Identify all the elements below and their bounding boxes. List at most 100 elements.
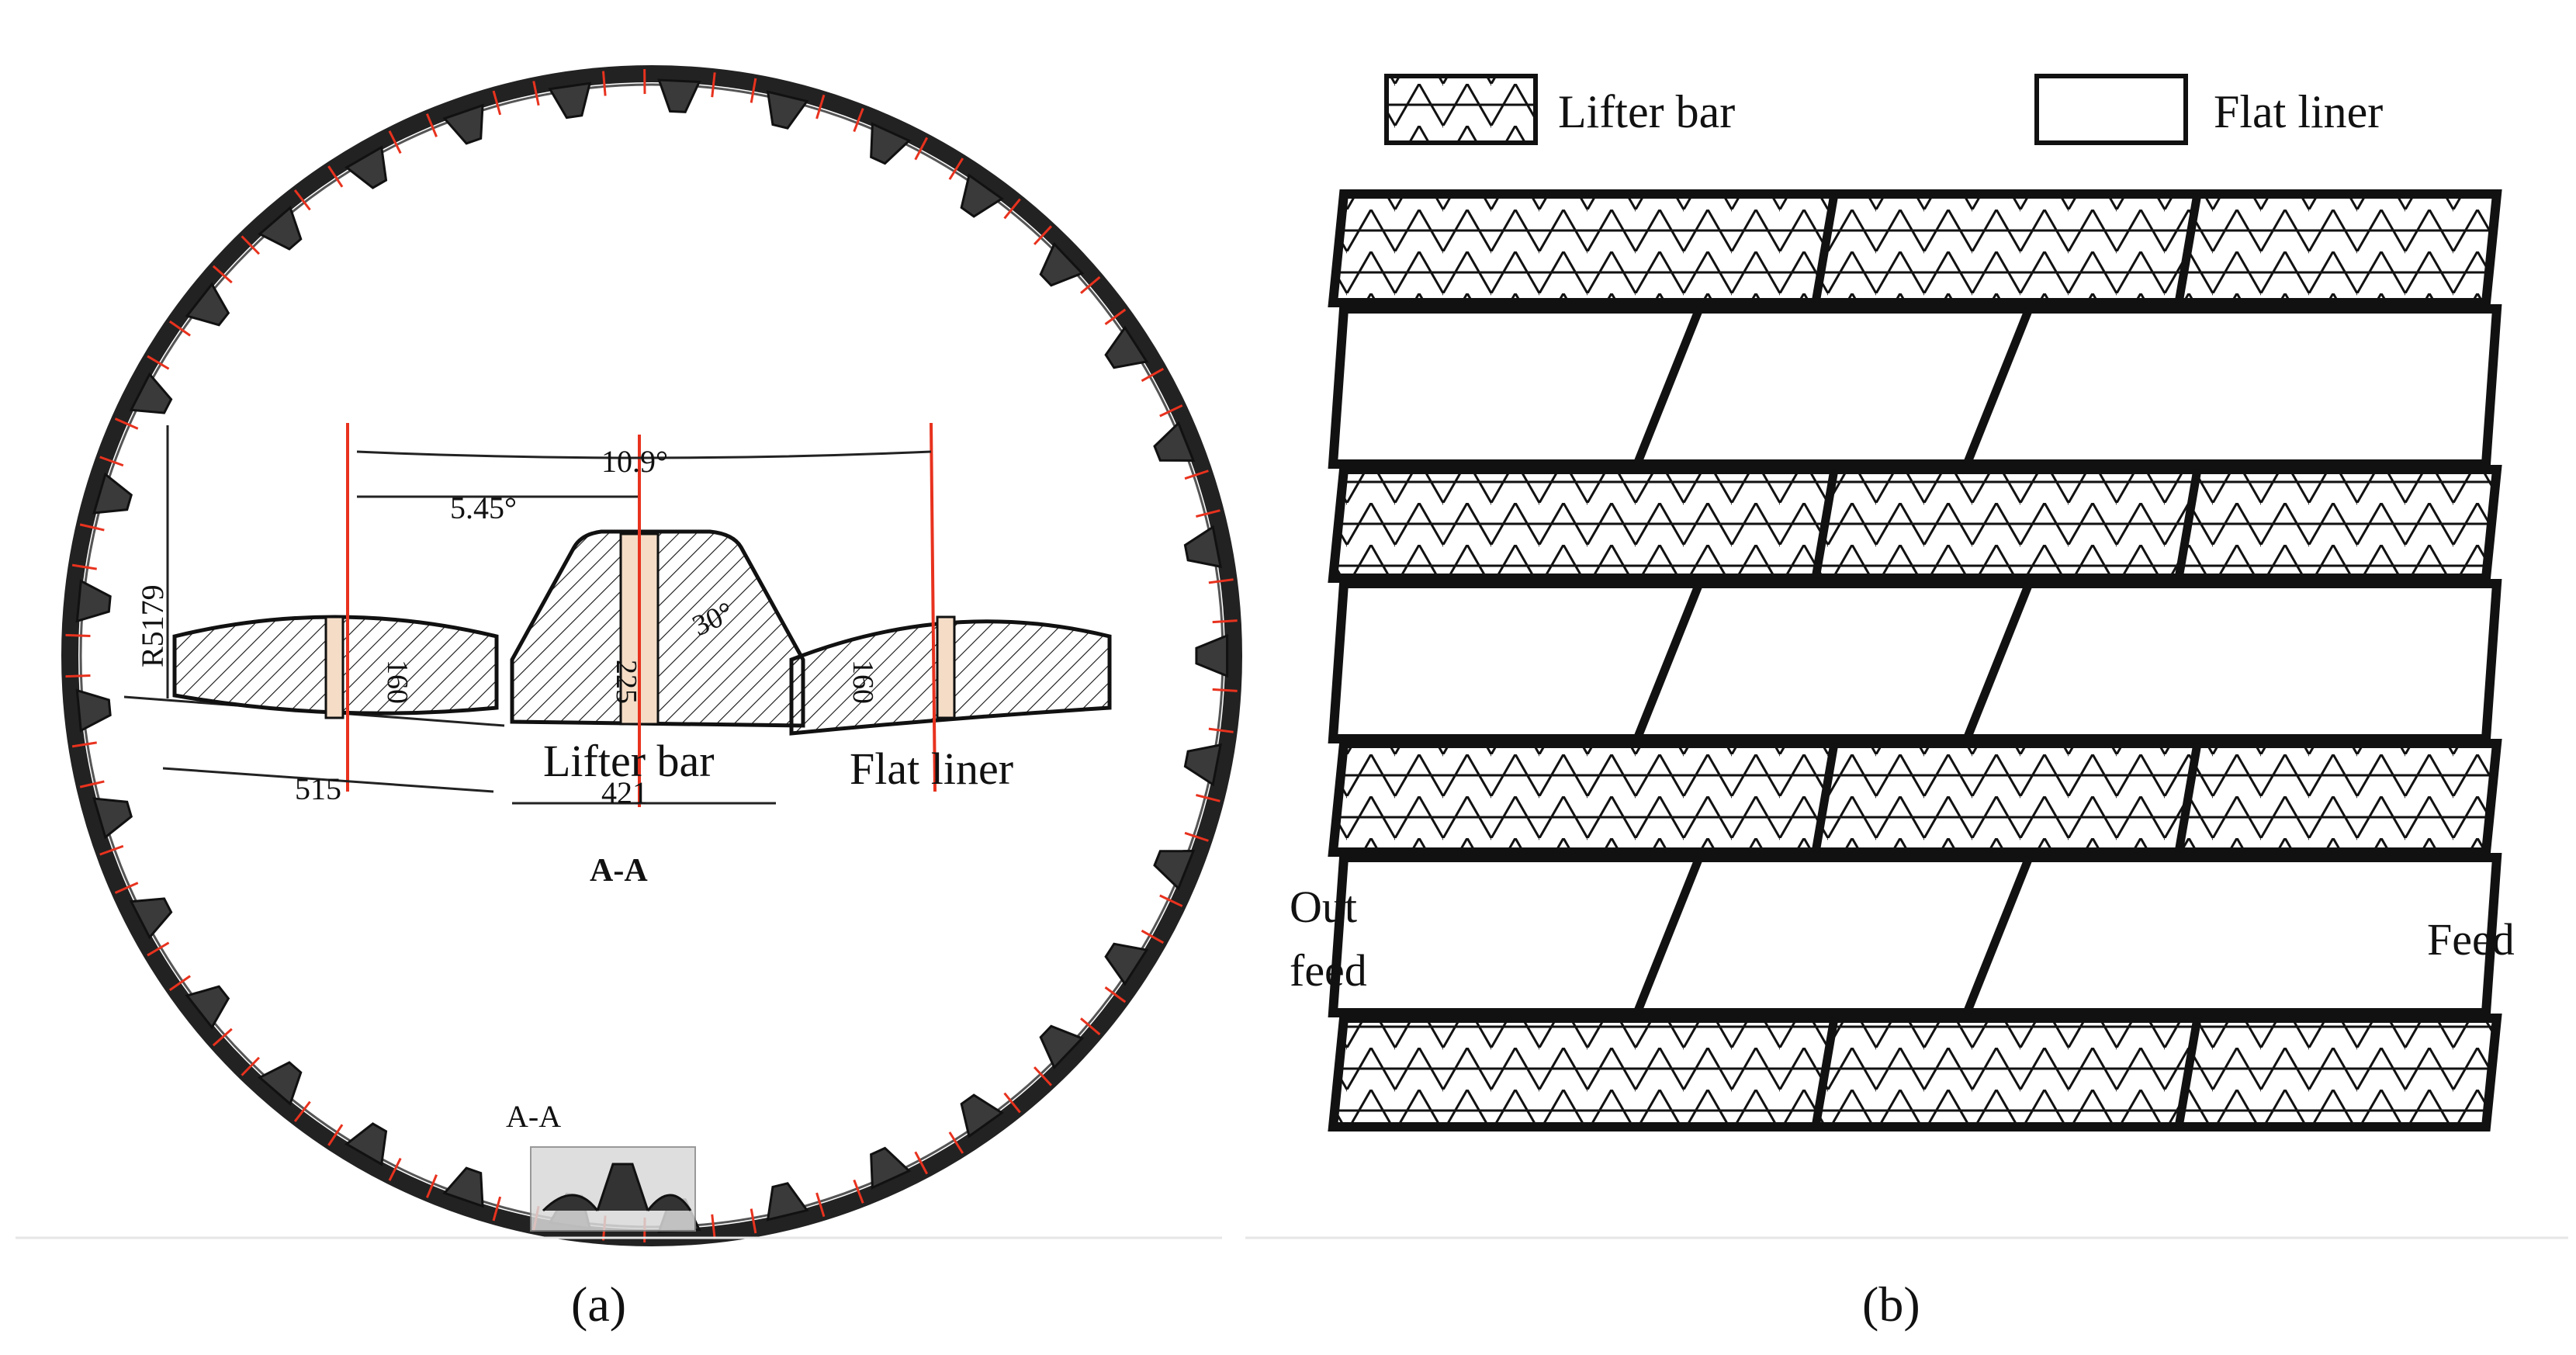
flat-liner-row bbox=[1328, 304, 2502, 469]
panel-b: Lifter bar Flat liner Out feed Feed (b) bbox=[1245, 74, 2568, 1332]
ring-red-tick bbox=[1104, 986, 1127, 1003]
legend-flat-label: Flat liner bbox=[2214, 86, 2383, 137]
radius-label: R5179 bbox=[135, 584, 170, 667]
legend-lifter-swatch bbox=[1384, 74, 1538, 145]
ring-red-tick bbox=[815, 94, 826, 120]
liner-seam bbox=[1962, 581, 2034, 741]
ring-red-tick bbox=[293, 189, 311, 211]
ring-red-tick bbox=[948, 1131, 964, 1154]
ring-red-tick bbox=[492, 90, 502, 116]
ring-red-tick bbox=[168, 975, 191, 992]
ring-red-tick bbox=[815, 1192, 826, 1218]
outfeed-label-line2: feed bbox=[1290, 945, 1367, 996]
flat-liner-row bbox=[1328, 853, 2502, 1017]
ring-red-tick bbox=[1184, 470, 1209, 480]
ring-lifter-bump bbox=[75, 579, 112, 623]
legend-flat-swatch bbox=[2034, 74, 2188, 145]
ring-red-tick bbox=[1212, 619, 1238, 624]
ring-red-tick bbox=[99, 844, 124, 856]
ring-lifter-bump bbox=[185, 985, 230, 1030]
ring-lifter-bump bbox=[345, 145, 388, 189]
ring-red-tick bbox=[948, 158, 964, 180]
lifter-bar-row bbox=[1328, 189, 2502, 307]
ring-red-tick bbox=[1208, 578, 1234, 584]
lifter-bar-label: Lifter bar bbox=[543, 736, 715, 786]
lifter-width-label: 421 bbox=[601, 775, 648, 810]
liner-seam bbox=[1962, 307, 2034, 466]
liner-seam bbox=[1962, 855, 2034, 1015]
ring-red-tick bbox=[241, 1056, 260, 1076]
ring-red-tick bbox=[1080, 276, 1101, 294]
ring-red-tick bbox=[1003, 198, 1021, 220]
ring-lifter-bump bbox=[92, 472, 133, 515]
ring-lifter-bump bbox=[960, 173, 1004, 218]
liner-seam bbox=[1633, 581, 1704, 741]
ring-red-tick bbox=[601, 71, 607, 96]
ring-lifter-bump bbox=[1104, 942, 1149, 986]
bolt-hole-left bbox=[324, 615, 345, 719]
lifter-bar-row bbox=[1328, 1014, 2502, 1131]
ring-red-tick bbox=[914, 1151, 929, 1175]
ring-red-tick bbox=[99, 456, 124, 467]
ring-lifter-bump bbox=[258, 205, 303, 251]
ring-lifter-bump bbox=[1039, 1024, 1085, 1070]
lifter-height-label: 225 bbox=[610, 660, 642, 704]
ring-lifter-bump bbox=[870, 122, 912, 165]
dim-line-flat-width bbox=[162, 767, 494, 793]
ring-lifter-bump bbox=[442, 1166, 484, 1208]
ring-red-tick bbox=[79, 780, 105, 788]
ring-red-tick bbox=[750, 78, 757, 103]
ring-red-tick bbox=[1141, 929, 1165, 944]
ring-red-tick bbox=[241, 235, 260, 255]
flat-width-label: 515 bbox=[295, 771, 341, 806]
liner-seam bbox=[2174, 743, 2202, 853]
liner-seam bbox=[2174, 1017, 2202, 1128]
liner-seam bbox=[1811, 743, 1839, 853]
ring-lifter-bump bbox=[870, 1146, 912, 1190]
lifter-bar-row bbox=[1328, 739, 2502, 857]
flat-height-left-label: 160 bbox=[381, 660, 414, 704]
ring-red-tick bbox=[1196, 509, 1220, 518]
ring-red-tick bbox=[492, 1196, 502, 1222]
red-line-right bbox=[930, 422, 937, 792]
flat-liner-row bbox=[1328, 579, 2502, 743]
ring-lifter-bump bbox=[345, 1122, 388, 1166]
ring-lifter-bump bbox=[1195, 633, 1229, 678]
ring-red-tick bbox=[65, 633, 91, 638]
ring-red-tick bbox=[1104, 308, 1127, 325]
outfeed-label-line1: Out bbox=[1290, 882, 1357, 932]
ring-red-tick bbox=[1141, 367, 1165, 383]
ring-red-tick bbox=[711, 1214, 716, 1239]
ring-lifter-bump bbox=[1153, 421, 1196, 463]
legend-lifter-label: Lifter bar bbox=[1558, 86, 1735, 137]
ring-red-tick bbox=[750, 1208, 757, 1234]
liner-seam bbox=[1633, 307, 1704, 466]
ring-lifter-bump bbox=[258, 1061, 303, 1107]
ring-red-tick bbox=[1080, 1017, 1101, 1036]
ring-red-tick bbox=[71, 563, 97, 570]
ring-red-tick bbox=[388, 130, 402, 154]
ring-lifter-bump bbox=[1183, 743, 1222, 787]
ring-red-tick bbox=[114, 882, 139, 894]
liner-seam bbox=[1811, 469, 1839, 579]
liner-seam bbox=[2174, 469, 2202, 579]
ring-red-tick bbox=[1159, 404, 1183, 418]
ring-red-tick bbox=[1208, 727, 1234, 733]
ring-red-tick bbox=[147, 355, 170, 370]
angle-full-label: 10.9° bbox=[601, 444, 668, 479]
ring-red-tick bbox=[147, 941, 170, 957]
ring-lifter-bump bbox=[442, 103, 484, 145]
ring-red-tick bbox=[532, 81, 540, 106]
ring-lifter-bump bbox=[92, 797, 133, 840]
ring-red-tick bbox=[293, 1100, 311, 1122]
ring-red-tick bbox=[1033, 1066, 1052, 1086]
ring-red-tick bbox=[71, 741, 97, 748]
ring-lifter-bump bbox=[657, 78, 701, 113]
ring-lifter-bump bbox=[75, 688, 112, 733]
ring-lifter-bump bbox=[129, 897, 173, 940]
ring-lifter-bump bbox=[766, 90, 809, 130]
ring-red-tick bbox=[1033, 225, 1052, 245]
ring-red-tick bbox=[327, 1124, 344, 1146]
ring-red-tick bbox=[327, 165, 344, 188]
caption-b: (b) bbox=[1862, 1277, 1920, 1332]
